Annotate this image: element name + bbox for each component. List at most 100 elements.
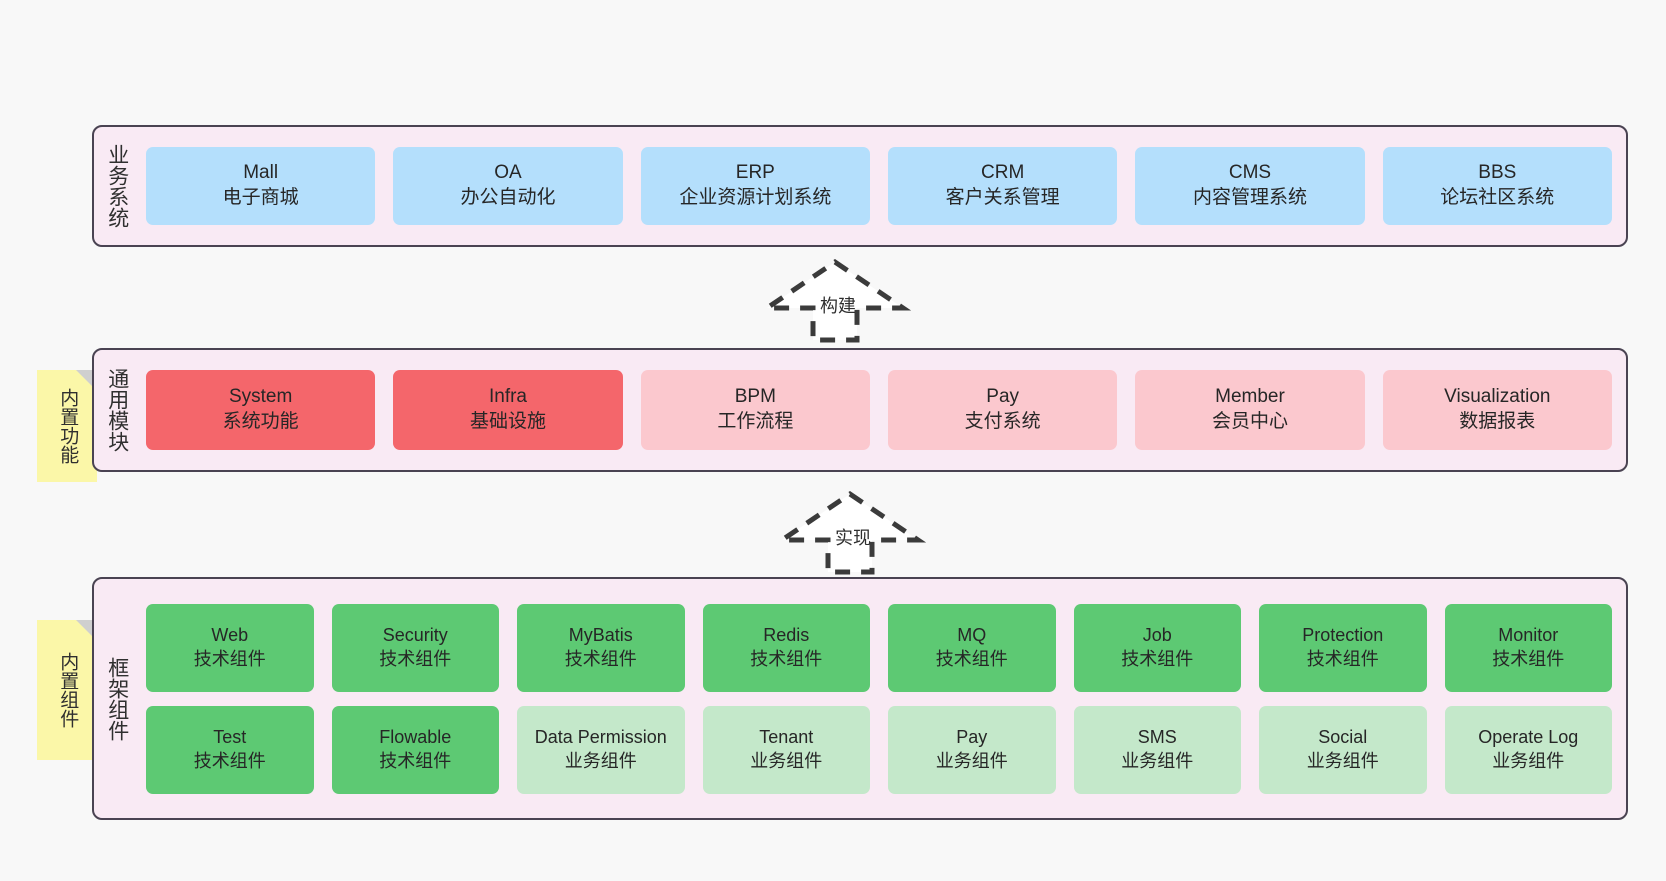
module-card-desc: 客户关系管理 bbox=[945, 187, 1060, 208]
module-card-mall[interactable]: Mall 电子商城 bbox=[146, 147, 376, 225]
module-card-desc: 论坛社区系统 bbox=[1440, 187, 1555, 208]
module-card-desc: 基础设施 bbox=[469, 411, 546, 432]
note-builtin-features-label: 内置功能 bbox=[57, 388, 79, 464]
note-builtin-components-label: 内置组件 bbox=[57, 652, 79, 728]
module-card-name: MyBatis bbox=[568, 625, 633, 646]
module-card-name: Member bbox=[1215, 386, 1285, 408]
module-card-desc: 技术组件 bbox=[193, 750, 266, 771]
module-row: Mall 电子商城 OA 办公自动化 ERP 企业资源计划系统 CRM 客户关系管理 CMS 内容… bbox=[146, 147, 1612, 225]
module-card-pay[interactable]: Pay 支付系统 bbox=[887, 370, 1118, 450]
module-card-name: Infra bbox=[488, 386, 527, 408]
module-card-name: Pay bbox=[956, 727, 988, 748]
module-card-name: Web bbox=[211, 625, 249, 646]
module-card-name: Redis bbox=[763, 625, 810, 646]
module-card-desc: 支付系统 bbox=[964, 411, 1041, 432]
module-card-name: OA bbox=[494, 162, 522, 184]
module-card-desc: 办公自动化 bbox=[460, 187, 556, 208]
module-card-member[interactable]: Member 会员中心 bbox=[1135, 370, 1365, 450]
module-card-name: MQ bbox=[957, 625, 987, 646]
module-card-visualization[interactable]: Visualization 数据报表 bbox=[1382, 370, 1612, 450]
module-card-name: CMS bbox=[1228, 162, 1272, 184]
module-card-name: Data Permission bbox=[534, 727, 667, 748]
note-fold-corner-icon bbox=[76, 620, 97, 641]
module-card-desc: 内容管理系统 bbox=[1192, 187, 1307, 208]
module-card-name: Monitor bbox=[1498, 625, 1559, 646]
module-card-name: System bbox=[228, 386, 293, 408]
module-card-desc: 业务组件 bbox=[935, 750, 1008, 771]
note-builtin-features: 内置功能 bbox=[37, 370, 97, 482]
module-card-desc: 企业资源计划系统 bbox=[679, 187, 832, 208]
module-card-name: BBS bbox=[1478, 162, 1517, 184]
module-card-name: SMS bbox=[1137, 727, 1177, 748]
layer-title-framework-components: 框架组件 bbox=[105, 656, 129, 741]
module-card-name: Mall bbox=[243, 162, 279, 184]
module-card-name: ERP bbox=[735, 162, 775, 184]
module-card-name: Visualization bbox=[1444, 386, 1551, 408]
module-card-desc: 技术组件 bbox=[193, 648, 266, 669]
module-card-desc: 业务组件 bbox=[750, 750, 823, 771]
module-card-desc: 技术组件 bbox=[379, 750, 452, 771]
module-card-desc: 技术组件 bbox=[750, 648, 823, 669]
module-card-desc: 业务组件 bbox=[1492, 750, 1565, 771]
connector-implement: 实现 bbox=[773, 490, 927, 576]
module-card-desc: 业务组件 bbox=[1306, 750, 1379, 771]
module-card-desc: 系统功能 bbox=[222, 411, 299, 432]
module-card-cms[interactable]: CMS 内容管理系统 bbox=[1135, 147, 1365, 225]
module-card-desc: 业务组件 bbox=[1121, 750, 1194, 771]
module-card-oa[interactable]: OA 办公自动化 bbox=[393, 147, 623, 225]
module-card-desc: 技术组件 bbox=[379, 648, 452, 669]
layer-title-common-modules: 通用模块 bbox=[105, 368, 129, 452]
connector-build: 构建 bbox=[758, 258, 912, 344]
module-card-crm[interactable]: CRM 客户关系管理 bbox=[887, 147, 1118, 225]
module-card-name: Security bbox=[382, 625, 448, 646]
module-card-name: CRM bbox=[981, 162, 1025, 184]
module-card-name: Operate Log bbox=[1478, 727, 1579, 748]
module-card-name: Job bbox=[1142, 625, 1172, 646]
module-card-infra[interactable]: Infra 基础设施 bbox=[393, 370, 623, 450]
module-card-desc: 技术组件 bbox=[1492, 648, 1565, 669]
layer-body-business-system: Mall 电子商城 OA 办公自动化 ERP 企业资源计划系统 CRM 客户关系管理 CMS 内容… bbox=[140, 127, 1626, 245]
module-card-desc: 电子商城 bbox=[222, 187, 299, 208]
module-card-name: Tenant bbox=[759, 727, 814, 748]
module-card-name: Flowable bbox=[379, 727, 452, 748]
module-card-system[interactable]: System 系统功能 bbox=[146, 370, 376, 450]
connector-build-label: 构建 bbox=[820, 296, 856, 316]
module-card-desc: 技术组件 bbox=[1306, 648, 1379, 669]
module-card-erp[interactable]: ERP 企业资源计划系统 bbox=[640, 147, 870, 225]
note-builtin-components: 内置组件 bbox=[37, 620, 97, 760]
module-card-desc: 数据报表 bbox=[1459, 411, 1536, 432]
module-card-desc: 业务组件 bbox=[564, 750, 637, 771]
module-card-desc: 会员中心 bbox=[1211, 411, 1288, 432]
module-card-desc: 工作流程 bbox=[717, 411, 794, 432]
module-card-name: Pay bbox=[986, 386, 1020, 408]
module-card-name: Social bbox=[1318, 727, 1368, 748]
module-card-desc: 技术组件 bbox=[935, 648, 1008, 669]
module-card-bbs[interactable]: BBS 论坛社区系统 bbox=[1382, 147, 1612, 225]
module-card-name: Protection bbox=[1302, 625, 1384, 646]
